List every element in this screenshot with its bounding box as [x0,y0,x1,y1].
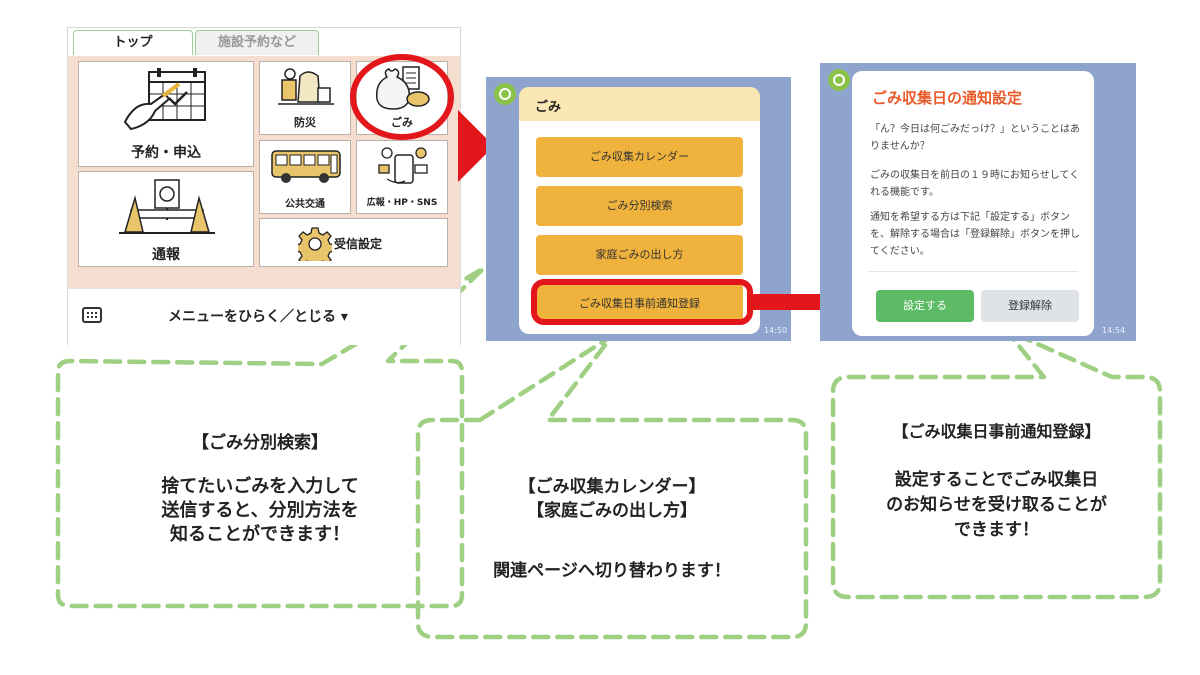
tile-receive-settings[interactable]: 受信設定 [259,218,448,267]
tile-pr-hp-sns-label: 広報・HP・SNS [366,198,438,208]
register-highlight-arrow [531,279,860,325]
garbage-sorting-search-button[interactable]: ごみ分別検索 [536,186,743,226]
tile-reservation-label: 予約・申込 [131,145,201,161]
callout-calendar-heading-1: 【ごみ収集カレンダー】 [518,477,706,497]
callout-sort-border [55,265,487,609]
tile-disaster[interactable]: 防災 [259,61,351,135]
message-time: 14:50 [764,326,788,335]
message-time-2: 14:54 [1102,326,1126,335]
tile-report[interactable]: 通報 [78,171,254,267]
bot-avatar-icon-2 [828,69,850,91]
callout-calendar-body: 関連ページへ切り替わります！ [493,561,731,581]
callout-sort-line: 送信すると、分別方法を [161,500,359,521]
menu-grid: 予約・申込 防災 ごみ [68,56,460,288]
callout-notify-body: 設定することでごみ収集日 のお知らせを受け取ることが できます！ [835,468,1158,543]
tile-receive-settings-label: 受信設定 [334,237,383,251]
collection-notice-register-button[interactable]: ごみ収集日事前通知登録 [536,284,743,324]
tile-disaster-label: 防災 [294,116,316,129]
menu-toggle-label[interactable]: メニューをひらく／とじる ▾ [168,309,348,325]
callout-notify-heading: 【ごみ収集日事前通知登録】 [892,422,1101,441]
garbage-calendar-button[interactable]: ごみ収集カレンダー [536,137,743,177]
callout-notify-line: のお知らせを受け取ることが [886,495,1107,515]
garbage-bag-icon [375,66,430,110]
tile-public-transit-label: 公共交通 [285,199,325,210]
callout-notify-border [830,327,1163,600]
callout-sort-line: 知ることができます！ [170,524,350,545]
garbage-highlight-circle [350,54,454,140]
garbage-card-title: ごみ [535,100,562,115]
unregister-button[interactable]: 登録解除 [981,290,1079,322]
callout-calendar-headings: 【ごみ収集カレンダー】 【家庭ごみの出し方】 [420,475,804,523]
tab-facility-reservation[interactable]: 施設予約など [195,30,319,55]
callout-sort-body: 捨てたいごみを入力して 送信すると、分別方法を 知ることができます！ [60,475,460,547]
callout-calendar-heading-2: 【家庭ごみの出し方】 [527,501,697,521]
keyboard-icon[interactable] [82,307,102,323]
tile-pr-hp-sns[interactable]: 広報・HP・SNS [356,140,448,214]
household-garbage-guide-button[interactable]: 家庭ごみの出し方 [536,235,743,275]
callout-notify-line: 設定することでごみ収集日 [894,470,1099,490]
notify-card-divider [868,271,1078,272]
tile-reservation[interactable]: 予約・申込 [78,61,254,167]
callout-notify-line: できます！ [954,520,1039,540]
garbage-card-header: ごみ [519,87,760,121]
callout-sort-heading: 【ごみ分別検索】 [192,433,328,453]
callout-sort-line: 捨てたいごみを入力して [161,476,359,497]
rich-menu: トップ 施設予約など 予約・申込 [67,27,461,345]
gear-icon [298,227,332,261]
notify-card-title: ごみ収集日の通知設定 [872,89,1023,107]
tile-garbage-label: ごみ [391,116,413,129]
callout-calendar-border [415,333,809,640]
bot-avatar-icon [494,83,516,105]
notify-card-para-1: 「ん？今日は何ごみだっけ？」ということはありませんか？ [870,124,1080,152]
tile-public-transit[interactable]: 公共交通 [259,140,351,214]
calendar-hand-icon [123,68,206,131]
notify-card-para-3: 通知を希望する方は下記「設定する」ボタンを、解除する場合は「登録解除」ボタンを押… [870,212,1080,257]
bus-icon [271,150,341,183]
emergency-supplies-icon [278,68,334,105]
tile-report-label: 通報 [152,247,180,263]
menu-tabs: トップ 施設予約など [68,28,460,56]
notify-card-para-2: ごみの収集日を前日の１９時にお知らせしてくれる機能です。 [870,170,1080,198]
road-barrier-icon [119,179,215,234]
tile-garbage[interactable]: ごみ [356,61,448,135]
phone-notification-icon [378,147,428,184]
menu-toggle-bar[interactable]: メニューをひらく／とじる ▾ [68,288,460,345]
next-arrow-triangle [458,110,494,182]
garbage-menu-card: ごみ ごみ収集カレンダー ごみ分別検索 家庭ごみの出し方 ごみ収集日事前通知登録 [519,87,760,334]
tab-top[interactable]: トップ [73,30,193,55]
set-notification-button[interactable]: 設定する [876,290,974,322]
